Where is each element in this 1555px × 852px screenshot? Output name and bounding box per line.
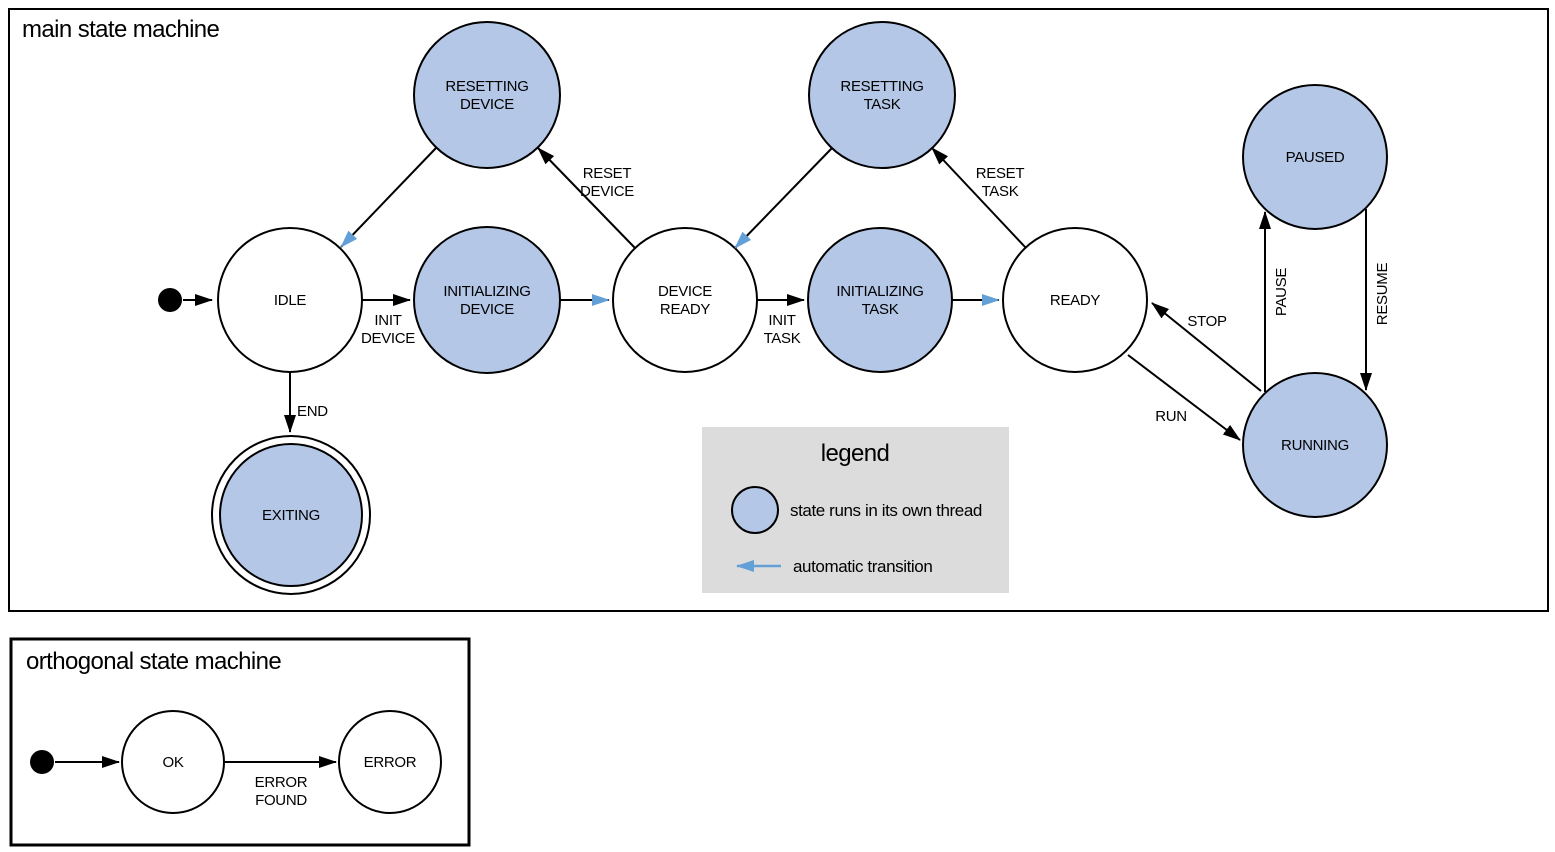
transition-stop bbox=[1151, 302, 1262, 392]
legend: legend state runs in its own thread auto… bbox=[702, 427, 1009, 593]
legend-title: legend bbox=[821, 440, 889, 467]
transition-label-reset-device: RESET bbox=[583, 165, 632, 182]
orthogonal-frame bbox=[9, 637, 471, 847]
legend-thread-state-swatch bbox=[731, 486, 779, 534]
transition-run bbox=[1127, 354, 1241, 441]
transition-label-error-found: FOUND bbox=[255, 792, 307, 809]
auto-transition-resetting-device-to-idle bbox=[340, 147, 437, 248]
transition-label-reset-device: DEVICE bbox=[580, 183, 634, 200]
state-resetting-device: RESETTING DEVICE bbox=[413, 21, 561, 169]
state-label: TASK bbox=[864, 96, 901, 113]
initial-state-dot bbox=[158, 288, 182, 312]
transition-label-resume: RESUME bbox=[1374, 263, 1391, 326]
state-label: READY bbox=[1050, 292, 1100, 309]
state-label: ERROR bbox=[364, 754, 417, 771]
transition-label-init-task: TASK bbox=[764, 330, 801, 347]
state-ready: READY bbox=[1002, 227, 1148, 373]
transition-label-end: END bbox=[297, 403, 328, 420]
state-running: RUNNING bbox=[1242, 372, 1388, 518]
orthogonal-state-machine: orthogonal state machine OK ERROR ERROR … bbox=[9, 637, 471, 847]
state-label: RESETTING bbox=[445, 78, 528, 95]
state-ok: OK bbox=[121, 710, 225, 814]
state-label: RESETTING bbox=[840, 78, 923, 95]
state-label: DEVICE bbox=[460, 301, 514, 318]
state-label: PAUSED bbox=[1286, 149, 1345, 166]
state-label: INITIALIZING bbox=[443, 283, 530, 300]
transition-label-init-device: DEVICE bbox=[361, 330, 415, 347]
state-resetting-task: RESETTING TASK bbox=[808, 21, 956, 169]
transition-label-reset-task: TASK bbox=[982, 183, 1019, 200]
transition-label-run: RUN bbox=[1155, 408, 1187, 425]
state-label: IDLE bbox=[274, 292, 306, 309]
state-label: INITIALIZING bbox=[836, 283, 923, 300]
state-initializing-device: INITIALIZING DEVICE bbox=[413, 226, 561, 374]
transition-reset-device bbox=[537, 147, 636, 249]
state-idle: IDLE bbox=[217, 227, 363, 373]
main-state-machine: main state machine IDLE RESETTING DEVICE… bbox=[8, 8, 1549, 612]
orthogonal-title: orthogonal state machine bbox=[26, 648, 281, 675]
state-paused: PAUSED bbox=[1242, 84, 1388, 230]
legend-auto-transition-label: automatic transition bbox=[793, 557, 932, 576]
main-title: main state machine bbox=[22, 16, 220, 43]
state-label: DEVICE bbox=[460, 96, 514, 113]
state-label: DEVICE bbox=[658, 283, 712, 300]
state-label: EXITING bbox=[262, 507, 320, 524]
state-label: TASK bbox=[862, 301, 899, 318]
auto-transition-resetting-task-to-device-ready bbox=[734, 147, 833, 249]
transition-label-init-device: INIT bbox=[374, 312, 401, 329]
state-exiting-final: EXITING bbox=[211, 435, 371, 595]
state-initializing-task: INITIALIZING TASK bbox=[807, 227, 953, 373]
state-error: ERROR bbox=[338, 710, 442, 814]
transition-label-pause: PAUSE bbox=[1273, 268, 1290, 317]
state-label: OK bbox=[162, 754, 183, 771]
legend-thread-state-label: state runs in its own thread bbox=[790, 501, 982, 520]
state-device-ready: DEVICE READY bbox=[612, 227, 758, 373]
transition-label-error-found: ERROR bbox=[255, 774, 308, 791]
transition-label-init-task: INIT bbox=[768, 312, 795, 329]
transition-label-reset-task: RESET bbox=[976, 165, 1025, 182]
transition-reset-task bbox=[931, 147, 1027, 249]
initial-state-dot bbox=[30, 750, 54, 774]
state-label: READY bbox=[660, 301, 710, 318]
main-frame bbox=[8, 8, 1549, 612]
state-label: RUNNING bbox=[1281, 437, 1349, 454]
transition-label-stop: STOP bbox=[1187, 313, 1227, 330]
